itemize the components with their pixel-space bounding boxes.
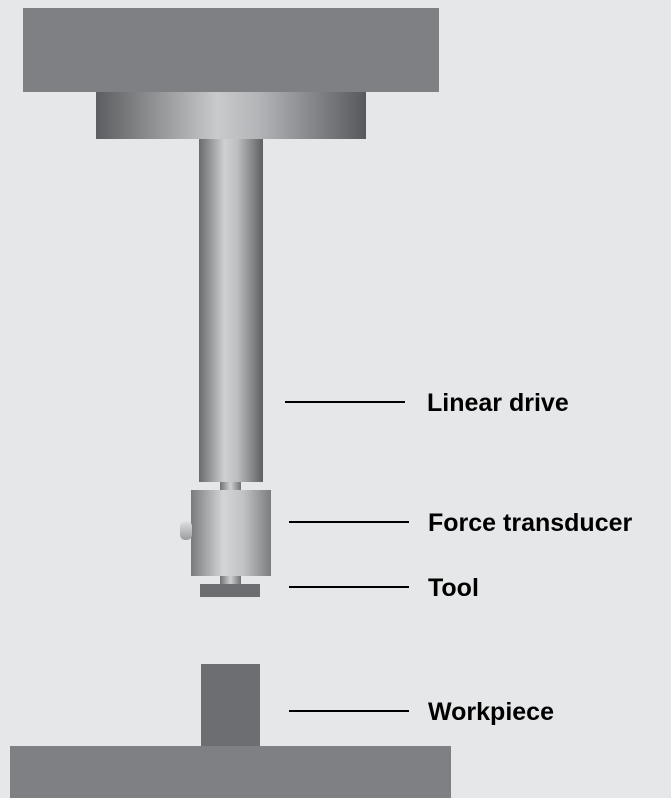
workpiece [201, 664, 260, 750]
label-linear-drive: Linear drive [427, 389, 569, 417]
lower-neck [220, 576, 241, 584]
machine-base [10, 746, 451, 798]
connector-pin [180, 521, 192, 540]
label-tool: Tool [428, 574, 479, 602]
drive-housing [96, 92, 366, 139]
label-workpiece: Workpiece [428, 698, 554, 726]
force-transducer-block [191, 490, 271, 576]
tool [200, 584, 260, 597]
upper-frame [23, 8, 439, 92]
upper-neck [220, 482, 241, 490]
label-force-transducer: Force transducer [428, 509, 633, 537]
linear-drive-rod [199, 139, 263, 482]
